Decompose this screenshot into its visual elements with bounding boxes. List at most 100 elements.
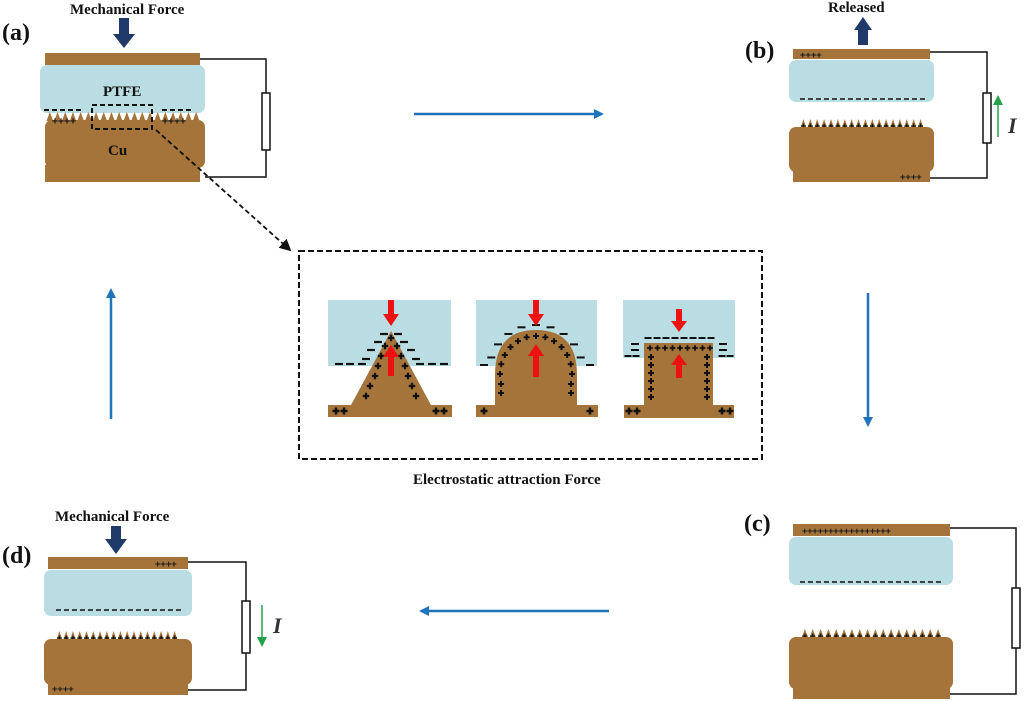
cu-microstructure-teeth [56,631,178,641]
positive-charge [387,334,395,342]
tooth [162,112,169,121]
inset-triangle-tip [328,300,452,417]
positive-charge [648,354,654,360]
positive-charge [533,333,539,339]
positive-charge [718,407,726,415]
circuit-wire [200,58,267,93]
load-resistor [982,92,992,144]
positive-charge [662,345,668,351]
cu-base [328,405,452,417]
charge-marks [332,332,448,415]
positive-charge [374,362,382,370]
positive-charge [704,394,710,400]
positive-charge [412,392,420,400]
positive-charge [432,407,440,415]
attraction-arrow-up-icon [383,345,399,376]
bottom-electrode-positive-charges: ++++ [52,685,74,695]
cu-positive-charges: ++++ [162,116,186,127]
tooth [185,112,192,121]
top-electrode [793,49,930,59]
positive-charge [404,372,412,380]
cu-microstructure-teeth [46,112,200,121]
positive-charge [654,345,661,351]
panel-a-label: (a) [2,20,30,46]
inset-electrostatic-detail: Electrostatic attraction Force [298,250,763,488]
positive-charge [704,370,710,376]
positive-charge [669,345,676,351]
charge-marks [480,324,594,415]
positive-charge [515,338,521,345]
zoom-region-box [91,104,153,130]
ptfe-layer [44,570,192,616]
positive-charge [371,372,379,380]
positive-charge [498,361,505,368]
top-electrode [45,53,200,65]
positive-charge [704,378,710,384]
positive-charge [625,407,633,415]
tooth [92,112,100,121]
positive-charge [633,407,641,415]
positive-charge [677,345,683,351]
tooth [154,112,161,121]
positive-charge [366,382,374,390]
positive-charge [568,381,574,387]
circuit-wire [950,648,1017,695]
panel-b-label: (b) [745,38,774,64]
positive-charge [377,352,385,360]
cu-electrode [44,639,192,685]
cu-microstructure-teeth [800,119,924,129]
positive-charge [704,386,710,392]
panel-d-action-label: Mechanical Force [55,509,170,525]
top-electrode [48,557,188,569]
load-resistor [261,92,271,151]
ptfe-label: PTFE [103,84,141,100]
positive-charge [440,407,448,415]
tooth [69,112,77,121]
positive-charge [542,334,549,341]
current-label: I [1007,113,1018,138]
positive-charge [332,407,340,415]
tooth [177,112,185,121]
positive-charge [551,338,557,345]
ptfe-layer [40,65,205,113]
positive-charge [704,362,710,368]
top-electrode-positive-charges: ++++ [800,51,822,61]
tooth [77,112,84,121]
circuit-wire [950,527,1017,588]
panel-a-action-label: Mechanical Force [70,2,185,18]
tooth [169,112,177,121]
positive-charge [684,345,691,351]
positive-charge [362,392,370,400]
positive-charge [586,407,594,415]
attraction-arrow-up-icon [528,344,544,377]
load-resistor [1011,587,1021,649]
positive-charge [567,361,574,368]
circuit-wire [930,143,988,179]
release-arrow-up-icon [854,17,872,45]
bottom-electrode [793,685,950,699]
tooth [54,112,61,121]
positive-charge [692,345,698,351]
circuit-wire [930,51,988,93]
positive-charge [704,354,710,360]
panel-d: (d) Mechanical Force ++++ ++++ I [2,509,283,695]
tooth [123,112,131,121]
ptfe-layer [789,537,953,585]
panel-a: (a) Mechanical Force PTFE Cu ++++ ++++ [2,2,292,252]
tooth [46,112,54,121]
positive-charge [648,386,654,392]
positive-charge [497,371,503,377]
positive-charge [564,352,571,358]
zoom-pointer-arrow [155,129,292,252]
positive-charge [523,334,530,341]
positive-charge [501,352,508,358]
bottom-electrode-positive-charges: ++++ [900,173,922,183]
positive-charge [707,345,713,351]
force-arrow-down-icon [113,18,135,48]
inset-dashed-frame [298,250,763,460]
current-label: I [272,613,283,638]
top-electrode-positive-charges: ++++ [155,560,177,570]
cu-base [476,405,598,417]
panel-b-action-label: Released [828,0,885,16]
cu-label: Cu [108,143,127,159]
